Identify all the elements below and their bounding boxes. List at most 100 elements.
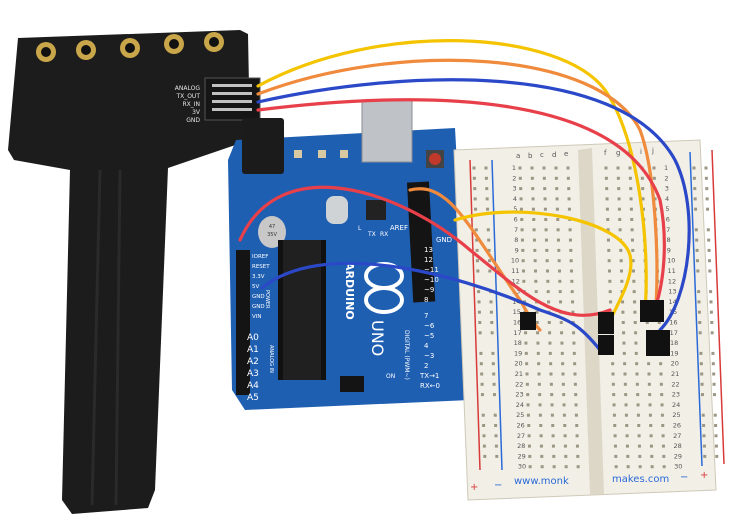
- breadboard-hole[interactable]: [613, 424, 617, 427]
- breadboard-hole[interactable]: [522, 269, 525, 273]
- breadboard-hole[interactable]: [574, 403, 578, 407]
- breadboard-hole[interactable]: [550, 393, 554, 397]
- rail-hole[interactable]: [480, 382, 484, 386]
- rail-hole[interactable]: [703, 454, 707, 458]
- breadboard-hole[interactable]: [611, 362, 615, 366]
- rail-hole[interactable]: [697, 290, 701, 294]
- breadboard-hole[interactable]: [647, 382, 651, 386]
- breadboard-hole[interactable]: [630, 238, 634, 242]
- breadboard-hole[interactable]: [604, 166, 608, 170]
- rail-hole[interactable]: [477, 300, 481, 304]
- breadboard-hole[interactable]: [613, 434, 617, 438]
- breadboard-hole[interactable]: [612, 413, 616, 417]
- breadboard-hole[interactable]: [653, 197, 657, 201]
- rail-hole[interactable]: [694, 228, 698, 232]
- breadboard-hole[interactable]: [629, 197, 633, 201]
- breadboard-hole[interactable]: [604, 176, 608, 180]
- breadboard-hole[interactable]: [632, 269, 635, 273]
- rail-hole[interactable]: [715, 454, 719, 458]
- breadboard-hole[interactable]: [531, 207, 535, 211]
- rail-hole[interactable]: [494, 444, 498, 448]
- breadboard-hole[interactable]: [554, 176, 558, 180]
- breadboard-hole[interactable]: [558, 269, 561, 273]
- breadboard-hole[interactable]: [636, 393, 640, 397]
- breadboard-hole[interactable]: [548, 331, 552, 335]
- breadboard-hole[interactable]: [622, 341, 626, 345]
- breadboard-hole[interactable]: [530, 176, 534, 180]
- breadboard-hole[interactable]: [556, 238, 560, 242]
- rail-hole[interactable]: [495, 454, 499, 458]
- rail-hole[interactable]: [475, 238, 479, 242]
- breadboard-hole[interactable]: [519, 197, 523, 201]
- rail-hole[interactable]: [705, 187, 709, 191]
- rail-hole[interactable]: [709, 300, 713, 304]
- breadboard-hole[interactable]: [560, 351, 564, 355]
- breadboard-hole[interactable]: [557, 248, 561, 252]
- rail-hole[interactable]: [490, 321, 494, 324]
- rail-hole[interactable]: [692, 166, 696, 170]
- rail-hole[interactable]: [491, 351, 495, 355]
- breadboard-hole[interactable]: [560, 331, 564, 335]
- breadboard-hole[interactable]: [659, 382, 663, 386]
- breadboard-hole[interactable]: [574, 393, 578, 397]
- rail-hole[interactable]: [490, 331, 494, 335]
- breadboard-hole[interactable]: [647, 372, 651, 376]
- breadboard-hole[interactable]: [566, 176, 570, 180]
- rail-hole[interactable]: [488, 269, 492, 273]
- breadboard-hole[interactable]: [556, 228, 560, 232]
- breadboard-hole[interactable]: [650, 454, 654, 458]
- breadboard-hole[interactable]: [660, 393, 664, 397]
- breadboard-hole[interactable]: [526, 413, 530, 417]
- rail-hole[interactable]: [704, 176, 708, 180]
- breadboard-hole[interactable]: [625, 434, 629, 438]
- breadboard-hole[interactable]: [518, 166, 522, 170]
- rail-hole[interactable]: [705, 197, 709, 201]
- breadboard-hole[interactable]: [613, 444, 617, 448]
- breadboard-hole[interactable]: [570, 279, 574, 283]
- breadboard-hole[interactable]: [661, 424, 665, 427]
- breadboard-hole[interactable]: [539, 424, 543, 427]
- breadboard-hole[interactable]: [527, 444, 531, 448]
- breadboard-hole[interactable]: [605, 207, 609, 211]
- breadboard-hole[interactable]: [633, 300, 637, 304]
- breadboard-hole[interactable]: [520, 238, 524, 242]
- breadboard-hole[interactable]: [605, 197, 609, 201]
- rail-hole[interactable]: [702, 434, 706, 438]
- breadboard-hole[interactable]: [647, 362, 651, 366]
- breadboard-hole[interactable]: [626, 454, 630, 458]
- breadboard-hole[interactable]: [520, 228, 524, 232]
- rail-hole[interactable]: [480, 393, 484, 397]
- breadboard-hole[interactable]: [612, 393, 616, 397]
- breadboard-hole[interactable]: [575, 444, 579, 448]
- breadboard-hole[interactable]: [572, 351, 576, 355]
- breadboard-hole[interactable]: [558, 290, 562, 294]
- rail-hole[interactable]: [494, 424, 498, 427]
- rail-hole[interactable]: [697, 310, 701, 314]
- rail-hole[interactable]: [706, 228, 710, 232]
- breadboard-hole[interactable]: [638, 465, 642, 469]
- breadboard-hole[interactable]: [561, 382, 565, 386]
- rail-hole[interactable]: [700, 382, 704, 386]
- breadboard-hole[interactable]: [607, 259, 611, 263]
- breadboard-hole[interactable]: [520, 218, 524, 221]
- breadboard-hole[interactable]: [660, 403, 664, 407]
- rail-hole[interactable]: [694, 207, 698, 211]
- rail-hole[interactable]: [472, 176, 476, 180]
- breadboard-hole[interactable]: [648, 393, 652, 397]
- breadboard-hole[interactable]: [546, 290, 550, 294]
- breadboard-hole[interactable]: [648, 413, 652, 417]
- breadboard-hole[interactable]: [576, 465, 580, 469]
- breadboard-hole[interactable]: [659, 362, 663, 366]
- breadboard-hole[interactable]: [570, 290, 574, 294]
- breadboard-hole[interactable]: [564, 454, 568, 458]
- breadboard-hole[interactable]: [662, 465, 666, 469]
- breadboard-hole[interactable]: [606, 238, 610, 242]
- rail-hole[interactable]: [710, 321, 714, 324]
- breadboard-hole[interactable]: [560, 341, 564, 345]
- breadboard-hole[interactable]: [618, 218, 622, 221]
- rail-hole[interactable]: [698, 321, 702, 324]
- breadboard-hole[interactable]: [545, 259, 549, 263]
- breadboard-hole[interactable]: [621, 310, 625, 314]
- breadboard-hole[interactable]: [618, 228, 622, 232]
- breadboard-hole[interactable]: [617, 207, 621, 211]
